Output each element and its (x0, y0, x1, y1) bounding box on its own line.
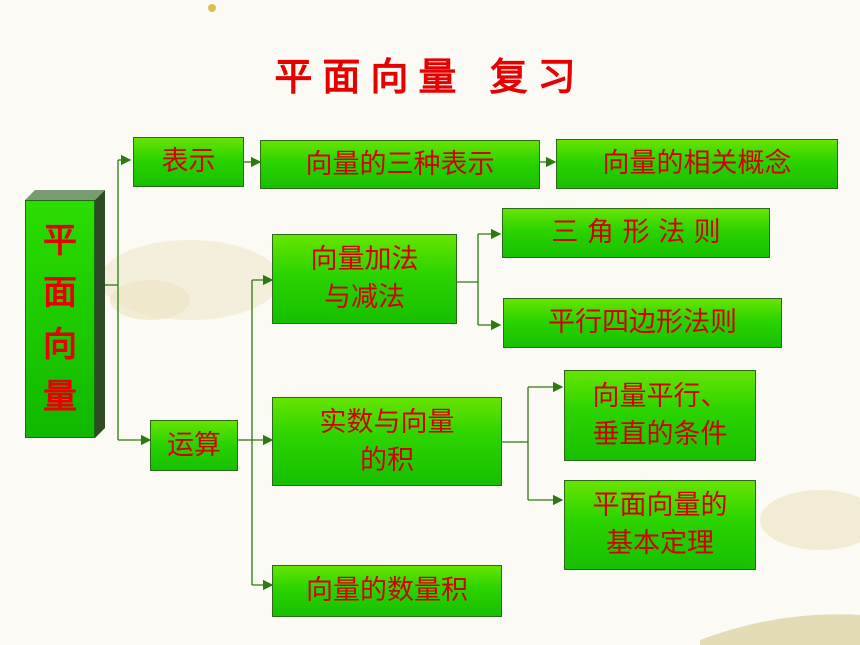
node-scalar-multiplication: 实数与向量 的积 (272, 397, 502, 486)
node-representation-label: 表示 (161, 146, 216, 177)
node-parallel-perpendicular: 向量平行、 垂直的条件 (564, 370, 756, 461)
node-basic-theorem-label: 平面向量的 基本定理 (592, 490, 728, 559)
node-dot-product-label: 向量的数量积 (306, 575, 468, 606)
node-parallel-perpendicular-label: 向量平行、 垂直的条件 (592, 380, 728, 450)
node-representation: 表示 (133, 137, 244, 187)
node-three-forms-label: 向量的三种表示 (305, 148, 495, 180)
node-parallelogram-rule-label: 平行四边形法则 (548, 307, 737, 338)
node-operations: 运算 (150, 420, 238, 471)
page-title: 平面向量 复习 (274, 55, 586, 99)
node-three-forms: 向量的三种表示 (260, 140, 540, 189)
node-basic-theorem: 平面向量的 基本定理 (564, 480, 756, 570)
node-triangle-rule: 三 角 形 法 则 (502, 208, 770, 258)
root-node-plane-vector: 平 面 向 量 (25, 200, 95, 438)
root-block-side-face (95, 190, 105, 438)
root-label: 平 面 向 量 (43, 221, 77, 417)
node-dot-product: 向量的数量积 (272, 565, 502, 617)
root-block-top-face (25, 190, 105, 200)
node-add-sub-label: 向量加法 与减法 (310, 244, 419, 313)
node-operations-label: 运算 (167, 429, 221, 461)
node-triangle-rule-label: 三 角 形 法 则 (551, 217, 721, 248)
node-related-concepts: 向量的相关概念 (556, 139, 838, 189)
node-parallelogram-rule: 平行四边形法则 (503, 298, 782, 348)
node-related-concepts-label: 向量的相关概念 (602, 148, 792, 179)
node-scalar-multiplication-label: 实数与向量 的积 (319, 406, 455, 476)
node-add-sub: 向量加法 与减法 (272, 234, 457, 324)
